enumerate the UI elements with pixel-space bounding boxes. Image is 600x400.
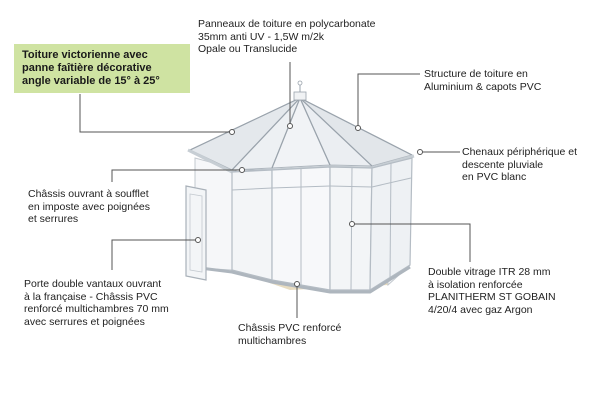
base-frame xyxy=(199,265,411,294)
label-double-door: Porte double vantaux ouvrant à la frança… xyxy=(24,278,169,328)
label-pvc-frame: Châssis PVC renforcé multichambres xyxy=(238,322,342,347)
ridge-finial xyxy=(293,80,307,101)
open-door-leaf xyxy=(185,185,207,281)
roof-type-callout: Toiture victorienne avec panne faîtière … xyxy=(14,44,190,93)
leader-lines xyxy=(79,62,471,318)
label-roof-panels: Panneaux de toiture en polycarbonate 35m… xyxy=(198,18,376,55)
open-door-leaf-inner xyxy=(189,193,203,273)
label-tilt-frame: Châssis ouvrant à soufflet en imposte av… xyxy=(28,188,150,225)
label-glazing: Double vitrage ITR 28 mm à isolation ren… xyxy=(428,266,556,316)
roof-ribs xyxy=(189,97,413,171)
label-roof-structure: Structure de toiture en Aluminium & capo… xyxy=(424,68,542,93)
label-gutter: Chenaux périphérique et descente pluvial… xyxy=(462,146,577,183)
